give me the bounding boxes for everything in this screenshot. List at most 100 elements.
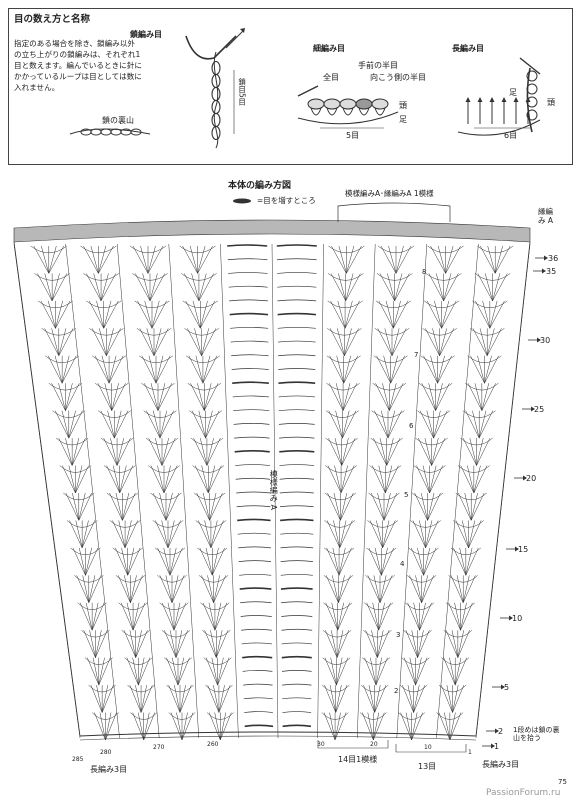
shell-stitch — [420, 492, 428, 521]
shell-arc — [203, 657, 232, 665]
shell-stitch — [405, 712, 412, 741]
dc-column — [127, 367, 130, 382]
shell-arc — [179, 245, 216, 254]
shell-stitch — [86, 273, 102, 302]
shell-stitch — [97, 383, 112, 411]
full-loop-label: 全目 — [323, 73, 339, 82]
dc-column — [75, 340, 78, 354]
shell-stitch — [400, 712, 412, 741]
shell-arc — [129, 245, 167, 254]
dc-column — [365, 477, 367, 492]
shell-stitch — [167, 602, 175, 631]
shell-stitch — [330, 300, 346, 329]
shell-stitch — [417, 630, 424, 658]
front-half-label: 手前の半目 — [358, 61, 398, 70]
dc-column — [436, 724, 438, 739]
shell-arc — [369, 465, 402, 473]
shell-arc — [157, 575, 187, 583]
shell-stitch — [206, 438, 214, 466]
dc-column — [63, 614, 66, 629]
shell-stitch — [342, 383, 358, 411]
shell-stitch — [149, 273, 158, 301]
shell-stitch — [150, 383, 159, 411]
shell-stitch — [378, 602, 385, 631]
inner-number-8: 8 — [422, 268, 427, 276]
shell-stitch — [51, 273, 68, 302]
shell-stitch — [179, 685, 186, 713]
shell-stitch — [457, 630, 470, 658]
shell-stitch — [340, 492, 348, 521]
shell-stitch — [202, 492, 210, 521]
shell-stitch — [377, 328, 393, 356]
shell-stitch — [383, 492, 391, 521]
dc-column — [415, 408, 418, 423]
shell-arc — [465, 383, 499, 391]
double-arrow-head — [465, 97, 471, 102]
shell-arc — [41, 328, 77, 336]
shell-stitch — [462, 575, 476, 603]
shell-stitch — [55, 300, 63, 329]
shell-arc — [328, 245, 365, 254]
dc-column — [467, 353, 470, 368]
row-arrow-head — [509, 615, 513, 621]
shell-stitch — [332, 575, 339, 603]
chain-row — [233, 423, 270, 425]
chain-row — [242, 655, 273, 659]
dc-column — [221, 285, 223, 299]
diagram-title: 本体の編み方図 — [228, 181, 292, 191]
dc-column — [176, 381, 179, 395]
dc-column — [480, 683, 483, 697]
shell-stitch — [324, 657, 337, 686]
dc-column — [65, 628, 68, 642]
dc-column — [150, 641, 153, 656]
dc-column — [522, 298, 525, 313]
shell-stitch — [173, 602, 181, 631]
dc-column — [366, 449, 368, 464]
dc-column — [220, 243, 222, 258]
chain-row — [279, 464, 315, 466]
shell-arc — [161, 630, 191, 638]
shell-arc — [130, 712, 158, 720]
dc-column — [228, 477, 230, 492]
shell-stitch — [342, 410, 350, 439]
shell-stitch — [83, 630, 96, 658]
chain-row — [281, 601, 313, 604]
shell-stitch — [432, 328, 440, 356]
dc-column — [455, 490, 458, 505]
shell-stitch — [409, 657, 416, 686]
shell-stitch — [335, 383, 344, 411]
dc-column — [181, 449, 183, 464]
shell-stitch — [476, 438, 491, 466]
dc-column — [66, 257, 69, 272]
dc-column — [33, 394, 37, 409]
dc-column — [156, 710, 159, 725]
edging-label: 縁編み A — [538, 207, 554, 225]
shell-stitch — [329, 328, 345, 356]
dc-column — [361, 600, 363, 615]
shell-stitch — [375, 657, 383, 686]
shell-stitch — [473, 465, 488, 494]
shell-stitch — [106, 465, 120, 494]
stitch-count-30: 30 — [317, 741, 325, 748]
dc-column — [139, 504, 141, 519]
dc-column — [359, 655, 361, 670]
shell-stitch — [452, 685, 459, 713]
dc-column — [459, 449, 462, 464]
shell-stitch — [170, 712, 183, 741]
dc-column — [447, 587, 450, 601]
shell-arc — [83, 273, 119, 281]
dc-column — [453, 518, 456, 533]
shell-stitch — [169, 630, 177, 658]
shell-arc — [37, 300, 74, 308]
dc-column — [489, 600, 492, 615]
back-loop-chain — [90, 128, 102, 136]
row-number-20: 20 — [526, 474, 537, 483]
shell-stitch — [417, 630, 430, 658]
shell-stitch — [106, 328, 121, 356]
double-arrow-head — [489, 97, 495, 102]
chain-row — [276, 258, 317, 261]
increase-note: =目を増すところ — [257, 196, 316, 205]
shell-stitch — [164, 630, 177, 658]
shell-stitch — [374, 685, 381, 713]
dc-column — [399, 669, 402, 684]
